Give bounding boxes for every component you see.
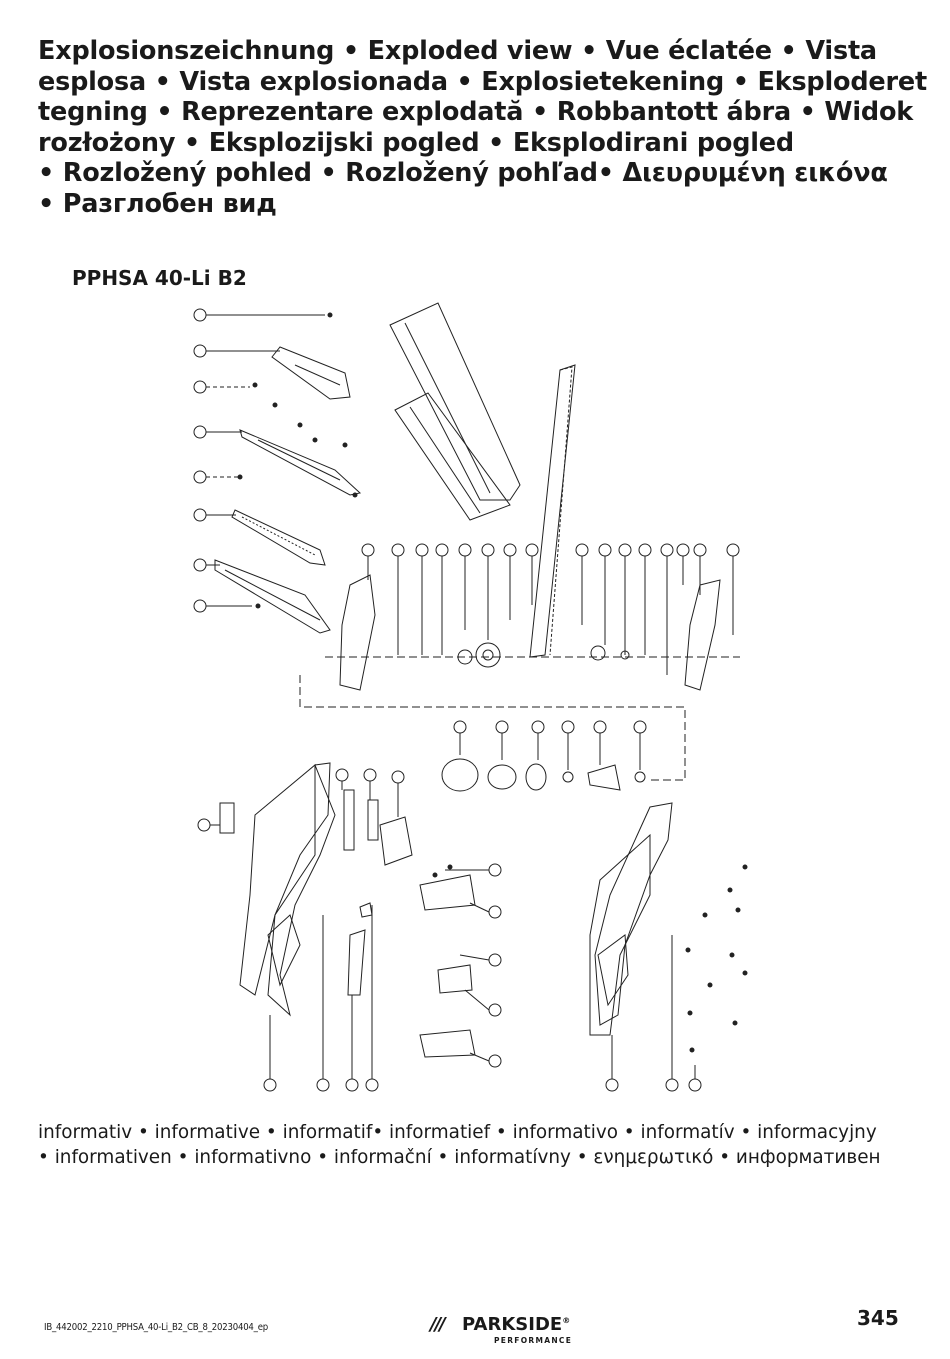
model-name: PPHSA 40-Li B2 <box>72 266 247 290</box>
callout-group-middle <box>362 544 739 675</box>
heading-line: rozłożony • Eksplozijski pogled • Eksplo… <box>38 127 794 158</box>
upper-cover-parts <box>215 347 360 633</box>
exploded-view-diagram <box>180 295 760 1105</box>
logo-subline: PERFORMANCE <box>494 1336 573 1345</box>
informative-line: informativ • informative • informatif• i… <box>38 1122 877 1143</box>
informative-line: • informativen • informativno • informač… <box>38 1147 881 1168</box>
gear-housings <box>325 575 740 690</box>
heading-line: Explosionszeichnung • Exploded view • Vu… <box>38 36 877 66</box>
blade-guard-rails <box>390 303 520 520</box>
logo-brand: PARKSIDE® <box>462 1314 571 1335</box>
page-heading: Explosionszeichnung • Exploded view • Vu… <box>38 36 927 220</box>
heading-line: esplosa • Vista explosionada • Explosiet… <box>38 66 927 97</box>
interior-parts <box>220 790 475 1057</box>
callout-group-lower <box>198 769 701 1091</box>
logo-slashes: /// <box>430 1314 446 1335</box>
screws <box>238 313 747 1052</box>
informative-note: informativ • informative • informatif• i… <box>38 1120 918 1170</box>
housing-left-half <box>240 763 335 1015</box>
cutting-blade <box>530 365 575 657</box>
heading-line: tegning • Reprezentare explodată • Robba… <box>38 97 914 128</box>
page-number: 345 <box>857 1306 899 1330</box>
document-code: IB_442002_2210_PPHSA_40-Li_B2_CB_8_20230… <box>44 1322 269 1333</box>
motor-assembly <box>442 721 646 791</box>
parkside-logo: /// PARKSIDE® PERFORMANCE <box>430 1312 580 1346</box>
heading-line: • Разглобен вид <box>38 188 277 219</box>
heading-line: • Rozložený pohled • Rozložený pohľad• Δ… <box>38 158 888 189</box>
housing-right-half <box>590 803 672 1035</box>
assembly-path <box>300 675 685 780</box>
callout-group-left <box>194 309 325 612</box>
